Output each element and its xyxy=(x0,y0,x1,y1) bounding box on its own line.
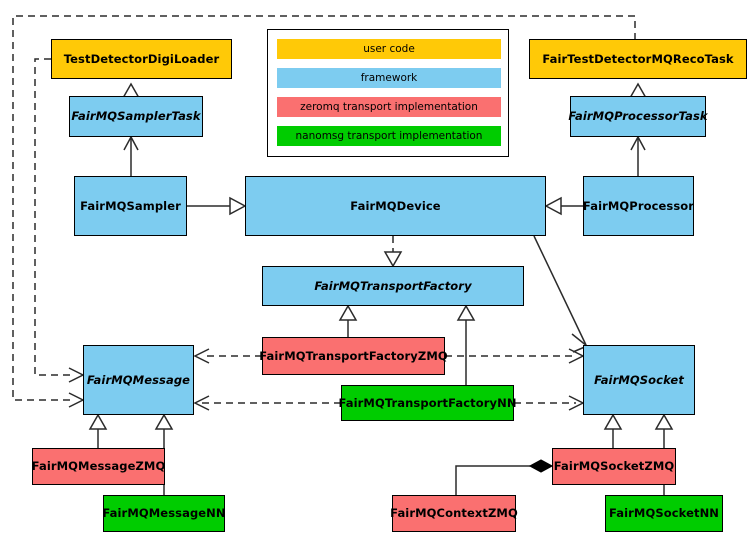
legend-item-framework: framework xyxy=(277,68,501,88)
class-node-fairmqmessagezmq[interactable]: FairMQMessageZMQ xyxy=(32,448,165,485)
legend-label-nanomsg: nanomsg transport implementation xyxy=(295,130,483,142)
class-node-fairmqprocessor[interactable]: FairMQProcessor xyxy=(583,176,694,236)
class-label: FairMQMessageZMQ xyxy=(31,459,166,474)
class-label: FairMQTransportFactoryZMQ xyxy=(259,348,448,363)
class-node-fairmqsocket[interactable]: FairMQSocket xyxy=(583,345,695,415)
edge-contextzmq-socketzmq xyxy=(455,459,554,495)
class-label: FairMQTransportFactoryNN xyxy=(338,395,517,410)
class-label: TestDetectorDigiLoader xyxy=(63,51,220,66)
class-label: FairMQSampler xyxy=(80,198,181,213)
edge-processor-processortask xyxy=(630,135,646,176)
class-label: FairMQProcessor xyxy=(582,198,695,213)
edge-sampler-device xyxy=(187,196,247,216)
class-node-fairmqmessage[interactable]: FairMQMessage xyxy=(83,345,194,415)
class-node-fairmqtransportfactory[interactable]: FairMQTransportFactory xyxy=(262,266,524,306)
edge-tfzmq-socket xyxy=(445,348,585,364)
legend-label-framework: framework xyxy=(360,72,418,84)
edge-tfnn-tf xyxy=(456,304,476,385)
class-node-testdetectordigiloader[interactable]: TestDetectorDigiLoader xyxy=(51,39,232,79)
class-label: FairMQDevice xyxy=(350,198,441,213)
class-label: FairMQTransportFactory xyxy=(314,278,472,293)
class-node-fairtestdetectormqrecotask[interactable]: FairTestDetectorMQRecoTask xyxy=(529,39,747,79)
class-node-fairmqcontextzmq[interactable]: FairMQContextZMQ xyxy=(390,495,518,532)
legend-box: user code framework zeromq transport imp… xyxy=(267,29,509,157)
legend-item-user-code: user code xyxy=(277,39,501,59)
class-node-fairmqtransportfactoryzmq[interactable]: FairMQTransportFactoryZMQ xyxy=(259,337,448,375)
class-node-fairmqdevice[interactable]: FairMQDevice xyxy=(245,176,546,236)
edge-tfnn-socket xyxy=(514,395,585,411)
edge-socketzmq-socket xyxy=(603,413,623,448)
legend-label-user-code: user code xyxy=(363,43,415,55)
class-label: FairMQMessage xyxy=(86,372,191,387)
class-node-fairmqmessagenn[interactable]: FairMQMessageNN xyxy=(102,495,226,532)
class-label: FairMQProcessorTask xyxy=(568,109,708,124)
class-node-fairmqsocketzmq[interactable]: FairMQSocketZMQ xyxy=(552,448,676,485)
class-label: FairMQSamplerTask xyxy=(71,109,201,124)
class-label: FairMQSocket xyxy=(594,372,684,387)
legend-label-zeromq: zeromq transport implementation xyxy=(300,101,478,113)
class-label: FairMQSocketZMQ xyxy=(553,459,675,474)
class-label: FairMQMessageNN xyxy=(102,506,226,521)
class-node-fairmqsampler[interactable]: FairMQSampler xyxy=(74,176,187,236)
class-node-fairmqsamplertask[interactable]: FairMQSamplerTask xyxy=(69,96,203,137)
edge-processor-device xyxy=(544,196,583,216)
class-label: FairMQContextZMQ xyxy=(390,506,518,521)
class-node-fairmqprocessortask[interactable]: FairMQProcessorTask xyxy=(568,96,708,137)
edge-messagezmq-message xyxy=(88,413,108,448)
legend-item-nanomsg: nanomsg transport implementation xyxy=(277,126,501,146)
class-node-fairmqtransportfactorynn[interactable]: FairMQTransportFactoryNN xyxy=(338,385,517,421)
class-node-fairmqsocketnn[interactable]: FairMQSocketNN xyxy=(605,495,723,532)
edge-tfnn-message xyxy=(193,395,341,411)
edge-tfzmq-tf xyxy=(338,304,358,337)
edge-device-socket xyxy=(533,235,589,353)
class-label: FairTestDetectorMQRecoTask xyxy=(542,51,734,66)
edge-sampler-samplertask xyxy=(123,135,139,176)
class-label: FairMQSocketNN xyxy=(608,506,720,521)
edge-tfzmq-message xyxy=(193,348,262,364)
edge-device-transportfactory xyxy=(383,236,403,268)
legend-item-zeromq: zeromq transport implementation xyxy=(277,97,501,117)
